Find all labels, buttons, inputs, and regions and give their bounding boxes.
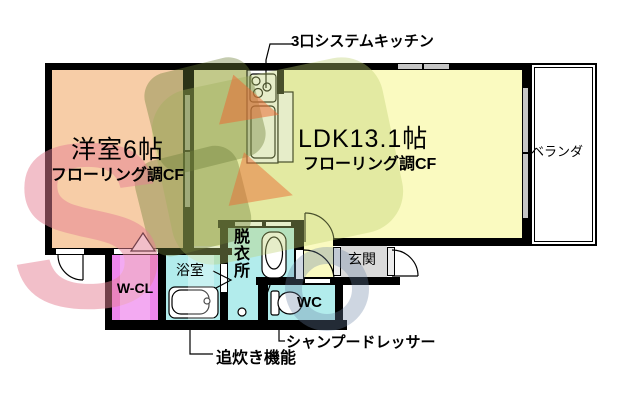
label-bath: 浴室 [176,262,204,278]
label-entrance: 玄関 [348,251,376,267]
label-wc: WC [297,294,322,311]
sliding-door-divider-2 [185,152,190,207]
veranda [530,63,597,246]
window-top-1 [398,64,422,69]
veranda-inner-line [534,67,593,242]
door-swing-hall [303,249,335,281]
label-ldk-floor: フローリング調CF [303,156,437,173]
washing-machine-icon [237,231,287,317]
door-swing-entrance [391,249,419,277]
label-shampoo-annotation: シャンプードレッサー [286,334,436,351]
label-kitchen-annotation: 3口システムキッチン [291,33,434,50]
entrance-door-panel-right [387,247,395,276]
folding-door-bath-icon [212,270,233,290]
label-western-name: 洋室6帖 [71,136,164,164]
doorway-western [56,249,84,254]
sliding-door-divider-1 [185,95,190,150]
label-veranda: ベランダ [531,144,584,159]
leader-reheating [189,330,213,355]
kitchen-unit-icon [246,63,294,164]
wall-ldk-bottom [333,238,522,246]
leader-shampoo [278,323,285,342]
door-leaf-hall [295,249,304,280]
label-western-floor: フローリング調CF [50,167,185,184]
window-top-2 [424,64,449,69]
folding-door-wcl-icon [129,231,157,252]
doorway-ldk [305,239,333,246]
sliding-door-veranda-2 [523,154,528,218]
wall-bottom [105,320,347,330]
wall-wcl-bath [158,248,166,330]
label-ldk-name: LDK13.1帖 [298,125,429,153]
toilet-icon [270,290,303,316]
bathtub-icon [168,286,219,319]
room-western [52,70,183,248]
sliding-door-veranda-1 [523,88,528,152]
entrance-door-panel-left [333,247,341,276]
room-entrance [341,246,387,277]
wall-wc-right [335,285,343,320]
hallway [303,246,334,278]
wall-left [45,63,52,255]
label-wcl: W-CL [116,280,154,296]
label-dressing: 脱 衣 所 [234,229,251,280]
door-swing-ldk [304,212,335,243]
doorway-bath [221,264,227,292]
doorway-wc [304,278,331,284]
door-swing-western [57,254,84,281]
room-walk-in-closet [112,255,158,320]
label-reheating-annotation: 追炊き機能 [216,350,297,367]
wall-wcl-left [105,248,112,330]
wall-top [45,63,530,70]
